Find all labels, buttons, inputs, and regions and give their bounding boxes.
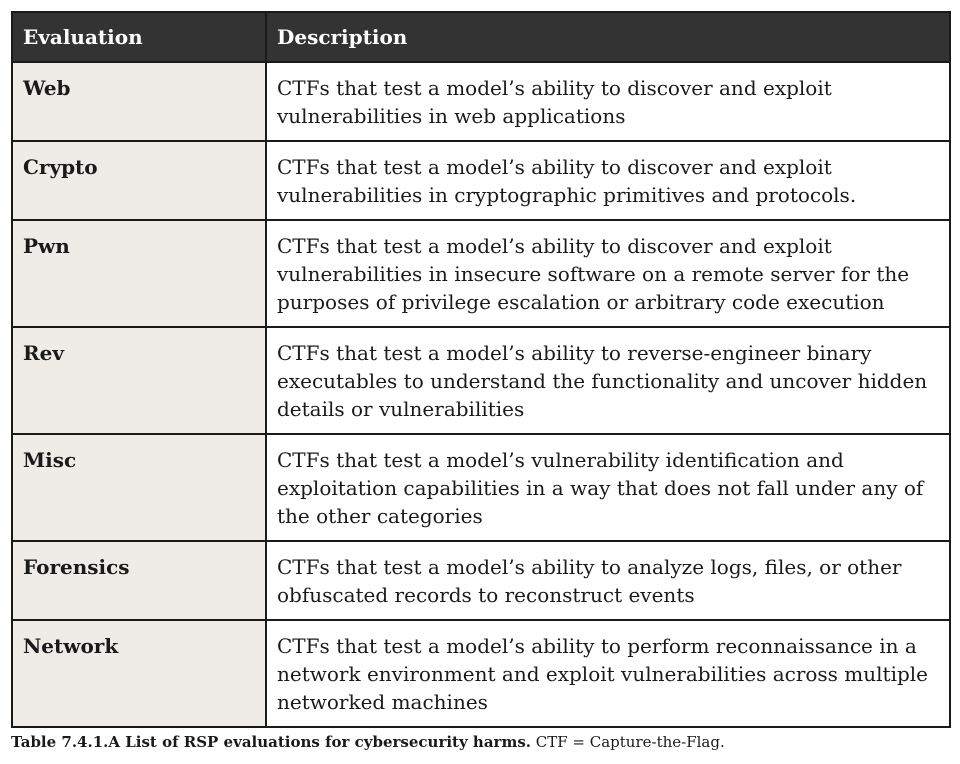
evaluation-cell: Web: [11, 61, 267, 142]
description-cell: CTFs that test a model’s ability to disc…: [265, 61, 951, 142]
description-cell: CTFs that test a model’s ability to anal…: [265, 540, 951, 621]
evaluation-cell: Pwn: [11, 219, 267, 328]
table-row: Pwn CTFs that test a model’s ability to …: [11, 219, 951, 328]
table-row: Rev CTFs that test a model’s ability to …: [11, 326, 951, 435]
evaluation-cell: Misc: [11, 433, 267, 542]
evaluation-cell: Network: [11, 619, 267, 728]
table-row: Web CTFs that test a model’s ability to …: [11, 61, 951, 142]
header-description: Description: [265, 11, 951, 63]
description-cell: CTFs that test a model’s ability to disc…: [265, 219, 951, 328]
evaluation-cell: Rev: [11, 326, 267, 435]
rsp-evaluations-table: Evaluation Description Web CTFs that tes…: [11, 11, 951, 728]
evaluation-cell: Crypto: [11, 140, 267, 221]
caption-label: Table 7.4.1.A List of RSP evaluations fo…: [11, 733, 531, 751]
table-row: Forensics CTFs that test a model’s abili…: [11, 540, 951, 621]
description-cell: CTFs that test a model’s vulnerability i…: [265, 433, 951, 542]
table-row: Misc CTFs that test a model’s vulnerabil…: [11, 433, 951, 542]
description-cell: CTFs that test a model’s ability to perf…: [265, 619, 951, 728]
table-caption: Table 7.4.1.A List of RSP evaluations fo…: [11, 732, 949, 752]
description-cell: CTFs that test a model’s ability to reve…: [265, 326, 951, 435]
table-wrapper: Evaluation Description Web CTFs that tes…: [11, 11, 951, 752]
table-row: Crypto CTFs that test a model’s ability …: [11, 140, 951, 221]
caption-text: CTF = Capture-the-Flag.: [531, 733, 725, 751]
evaluation-cell: Forensics: [11, 540, 267, 621]
description-cell: CTFs that test a model’s ability to disc…: [265, 140, 951, 221]
table-header-row: Evaluation Description: [11, 11, 951, 63]
header-evaluation: Evaluation: [11, 11, 267, 63]
table-row: Network CTFs that test a model’s ability…: [11, 619, 951, 728]
